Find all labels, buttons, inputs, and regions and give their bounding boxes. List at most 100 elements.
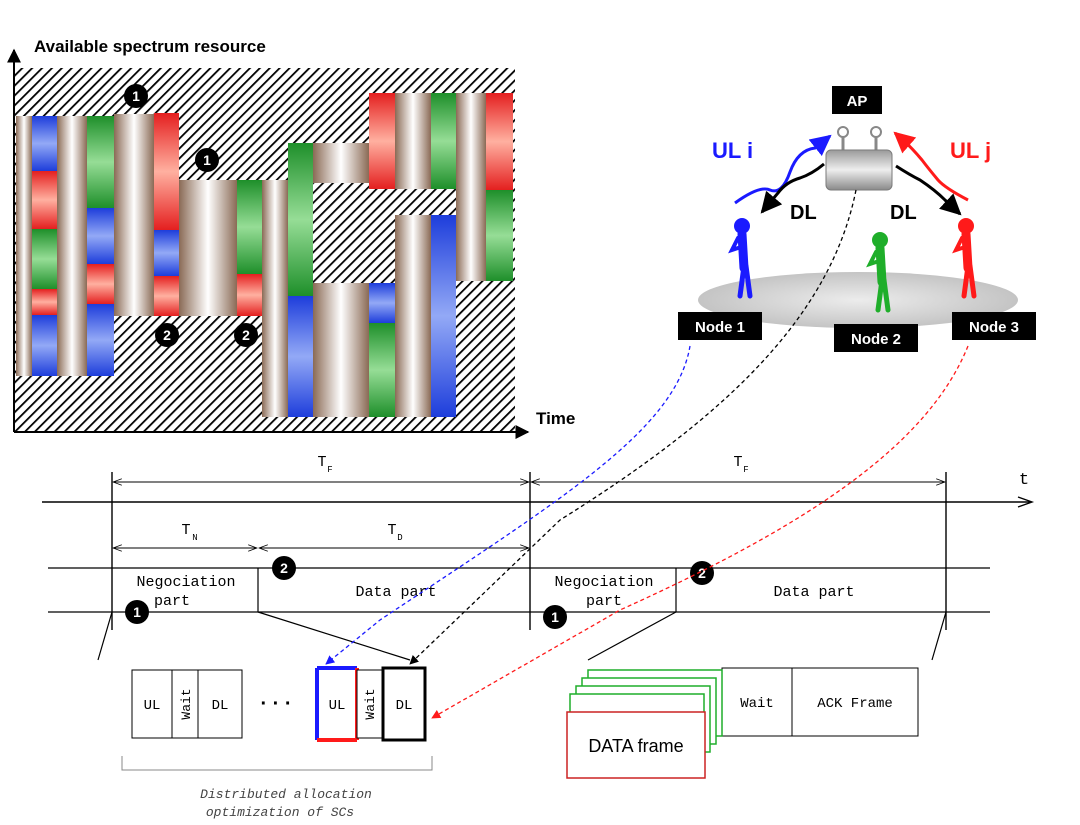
node-1-connector [325,345,691,665]
negotiation-part-label-2: part [154,593,190,610]
spectrum-block [87,208,114,264]
coverage-disk [698,272,1018,328]
spectrum-block [32,289,57,315]
spectrum-block [288,143,313,296]
caption-line-2: optimization of SCs [206,805,354,820]
caption-line-1: Distributed allocation [200,787,372,802]
timeline-marker: 2 [690,561,714,585]
marker-data: 2 [155,323,179,347]
node-2-label-box [834,324,918,352]
node-1-label: Node 1 [695,319,745,336]
spectrum-block [288,296,313,417]
spectrum-block [486,93,513,190]
node-1-person-icon [728,218,753,299]
uplink-slot-label: UL [329,698,346,714]
timeline-labels: T F T F t T N T D Negociation part Data … [136,454,1029,610]
downlink-left-arrow [760,162,825,214]
x-axis-label: Time [536,409,575,428]
zoom-line [587,611,677,661]
connectors [325,189,969,719]
marker-label: 1 [203,152,211,168]
downlink-right-arrow [895,164,962,216]
frame-period-sub: F [327,465,332,475]
spectrum-block [154,276,179,316]
frame-period-label: T [733,454,742,471]
node-3-connector [431,345,969,719]
negotiation-part-label-2: part [586,593,622,610]
ack-frame-label: ACK Frame [817,696,893,712]
spectrum-block [179,180,237,316]
access-point-icon [825,126,893,191]
negotiation-part-label: Negociation [136,574,235,591]
wait-slot-label: Wait [740,696,774,712]
spectrum-block [369,283,395,323]
spectrum-block [369,323,395,417]
spectrum-block [456,93,486,281]
downlink-left-label: DL [790,202,817,224]
ellipsis: · · · [260,693,291,715]
spectrum-block [313,283,369,417]
downlink-slot-label: DL [396,698,413,714]
spectrum-block [87,116,114,208]
marker-negotiation: 1 [124,84,148,108]
spectrum-block [32,116,57,171]
spectrum-block [486,190,513,281]
wait-slot-label: Wait [363,688,378,719]
spectrum-block [16,116,32,376]
data-period-label: T [387,522,396,539]
node-2-label: Node 2 [851,331,901,348]
spectrum-block [87,304,114,376]
data-frame-box [566,711,706,779]
marker-label: 2 [242,327,250,343]
spectrum-block [395,215,431,417]
negotiation-detail: UL Wait DL · · · UL Wait DL Distributed … [121,666,433,820]
spectrum-block [262,180,288,417]
spectrum-block [237,180,262,274]
negotiation-part-label: Negociation [554,574,653,591]
node-3-label-box [952,312,1036,340]
marker-label: 1 [132,88,140,104]
downlink-right-label: DL [890,202,917,224]
frame-period-label: T [317,454,326,471]
timeline-marker: 2 [272,556,296,580]
network-illustration: AP UL i UL j DL DL [678,86,1036,352]
negotiation-period-sub: N [192,533,197,543]
spectrum-panel: Available spectrum resource Time 1 1 2 2 [6,37,575,439]
timeline [42,472,1035,661]
uplink-slot-label: UL [144,698,161,714]
marker-label: 1 [133,604,141,620]
data-detail: Wait ACK Frame DATA frame [566,667,919,779]
spectrum-block [313,143,369,183]
spectrum-block [395,93,431,189]
data-part-label: Data part [355,584,436,601]
timeline-marker: 1 [543,605,567,629]
zoom-line [931,611,947,661]
spectrum-block [32,315,57,376]
uplink-j-label: UL j [950,138,991,163]
marker-negotiation: 1 [195,148,219,172]
spectrum-block [32,229,57,289]
data-period-sub: D [397,533,402,543]
spectrum-block [87,264,114,304]
bracket [121,756,433,771]
timeline-marker: 1 [125,600,149,624]
spectrum-block [431,215,456,417]
marker-data: 2 [234,323,258,347]
marker-label: 2 [698,565,706,581]
marker-label: 2 [280,560,288,576]
ap-label: AP [847,93,868,110]
spectrum-block [32,171,57,229]
ap-connector [409,189,857,665]
node-3-label: Node 3 [969,319,1019,336]
spectrum-block [431,93,456,189]
node-2-person-icon [866,232,891,313]
spectrum-block [154,230,179,276]
spectrum-block [237,274,262,316]
time-axis-label: t [1019,471,1029,490]
zoom-line [97,611,113,661]
time-axis-arrow [1017,496,1035,508]
uplink-j-arrow [893,131,969,202]
data-part-label: Data part [773,584,854,601]
y-axis-label: Available spectrum resource [34,37,266,56]
